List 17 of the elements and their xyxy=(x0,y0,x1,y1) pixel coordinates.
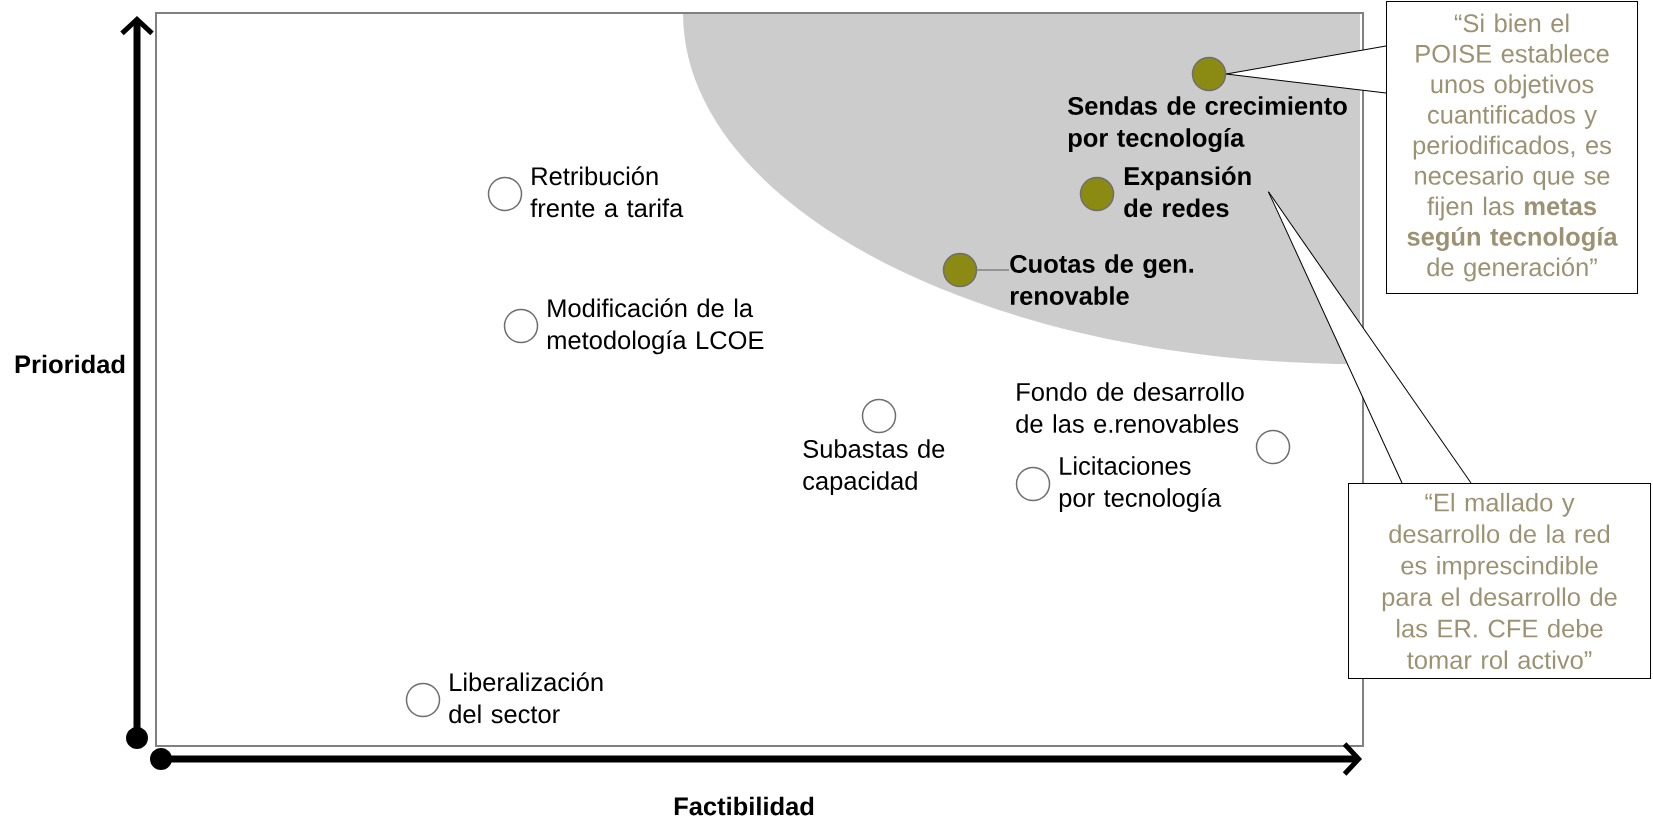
point-label: Retribución frente a tarifa xyxy=(530,166,684,218)
callout-box: “El mallado y desarrollo de la red es imprescindible para el desarrollo de las ER. CFE debe tomar rol activo” xyxy=(1348,483,1651,679)
point-label: Cuotas de gen. renovable xyxy=(1010,254,1194,305)
axis-label: Factibilidad xyxy=(674,796,814,816)
point-label: Fondo de desarrollo de las e.renovables xyxy=(1016,382,1244,433)
axis-label: Prioridad xyxy=(15,354,125,374)
priority-point xyxy=(942,252,978,288)
point-label: Subastas de capacidad xyxy=(803,439,945,495)
leader-line xyxy=(976,269,1010,271)
callout-pointer xyxy=(1267,191,1472,484)
point-label: Licitaciones por tecnología xyxy=(1059,456,1222,512)
callout-box: “Si bien el POISE establece unos objetivos cuantificados y periodificados, es necesario que se fijen las metas según tecnología de generación” xyxy=(1386,1,1638,294)
point-label: Expansión de redes xyxy=(1124,166,1251,218)
point-label: Sendas de crecimiento por tecnología xyxy=(1067,96,1347,153)
point-label: Modificación de la metodología LCOE xyxy=(547,298,764,355)
point-label: Liberalización del sector xyxy=(449,672,603,724)
callout-pointer xyxy=(1225,45,1387,94)
